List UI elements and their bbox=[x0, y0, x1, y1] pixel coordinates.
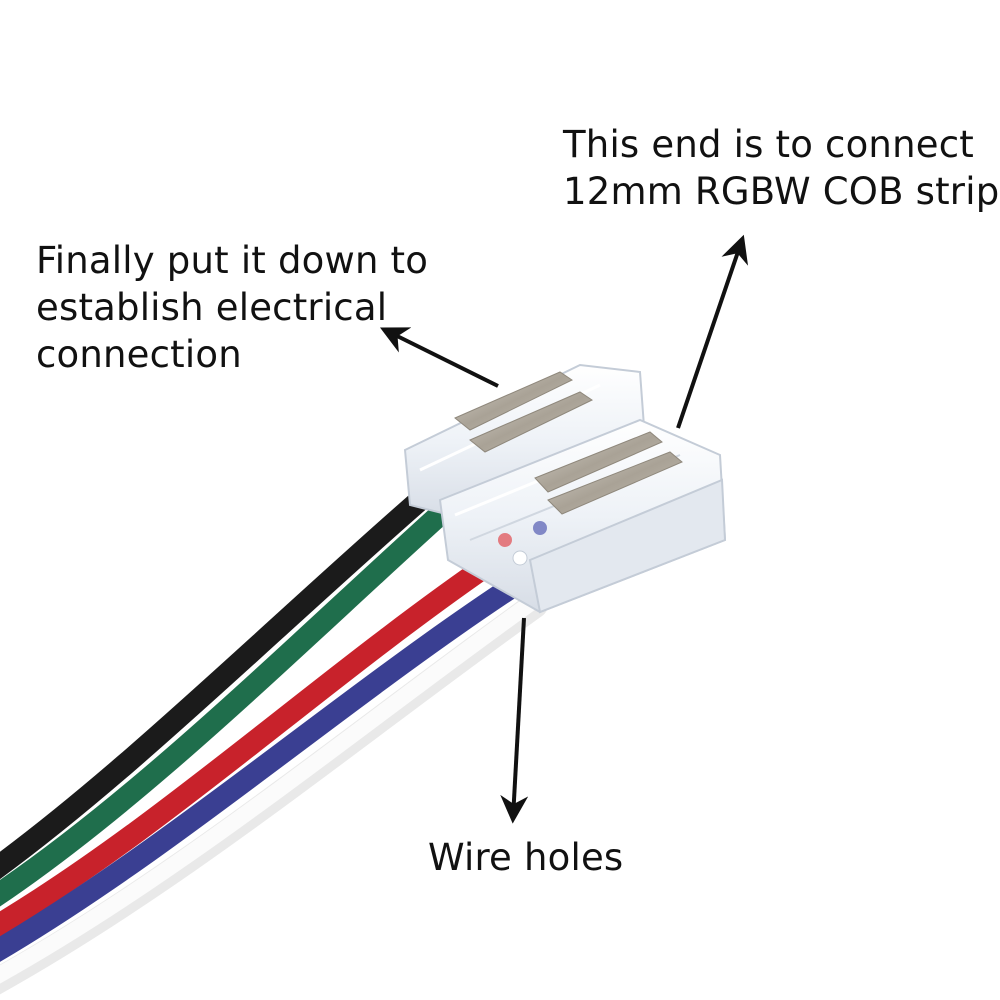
wire-hole-red bbox=[498, 533, 512, 547]
label-connect-end-line-2: 12mm RGBW COB strip bbox=[563, 170, 1000, 213]
arrow-to-wire-holes bbox=[500, 617, 529, 824]
label-connect-end: This end is to connect 12mm RGBW COB str… bbox=[563, 121, 999, 215]
arrow-to-connect-end bbox=[676, 234, 749, 429]
connector-front-face bbox=[528, 478, 727, 614]
pin-rear-2 bbox=[469, 391, 594, 453]
label-put-down-line-3: connection bbox=[36, 333, 242, 376]
label-wire-holes: Wire holes bbox=[428, 834, 623, 881]
pin-front-2 bbox=[547, 451, 683, 515]
metal-pins bbox=[454, 371, 683, 515]
label-put-down-line-1: Finally put it down to bbox=[36, 239, 429, 282]
wire-white-highlight bbox=[0, 592, 543, 984]
wire-bundle bbox=[0, 489, 548, 995]
label-put-down-line-2: establish electrical bbox=[36, 286, 388, 329]
pin-rear-1 bbox=[454, 371, 574, 431]
wire-blue bbox=[0, 574, 526, 962]
wire-red bbox=[0, 549, 506, 937]
pin-front-1 bbox=[534, 431, 663, 493]
wire-black bbox=[0, 489, 431, 880]
wire-hole-white bbox=[512, 550, 528, 566]
label-connect-end-line-1: This end is to connect bbox=[563, 123, 974, 166]
wire-green bbox=[0, 499, 456, 907]
label-put-down: Finally put it down to establish electri… bbox=[36, 237, 428, 378]
wire-hole-blue bbox=[533, 521, 547, 535]
label-wire-holes-text: Wire holes bbox=[428, 836, 624, 879]
annotation-arrows bbox=[379, 234, 749, 824]
arrow-to-put-down bbox=[379, 327, 499, 388]
